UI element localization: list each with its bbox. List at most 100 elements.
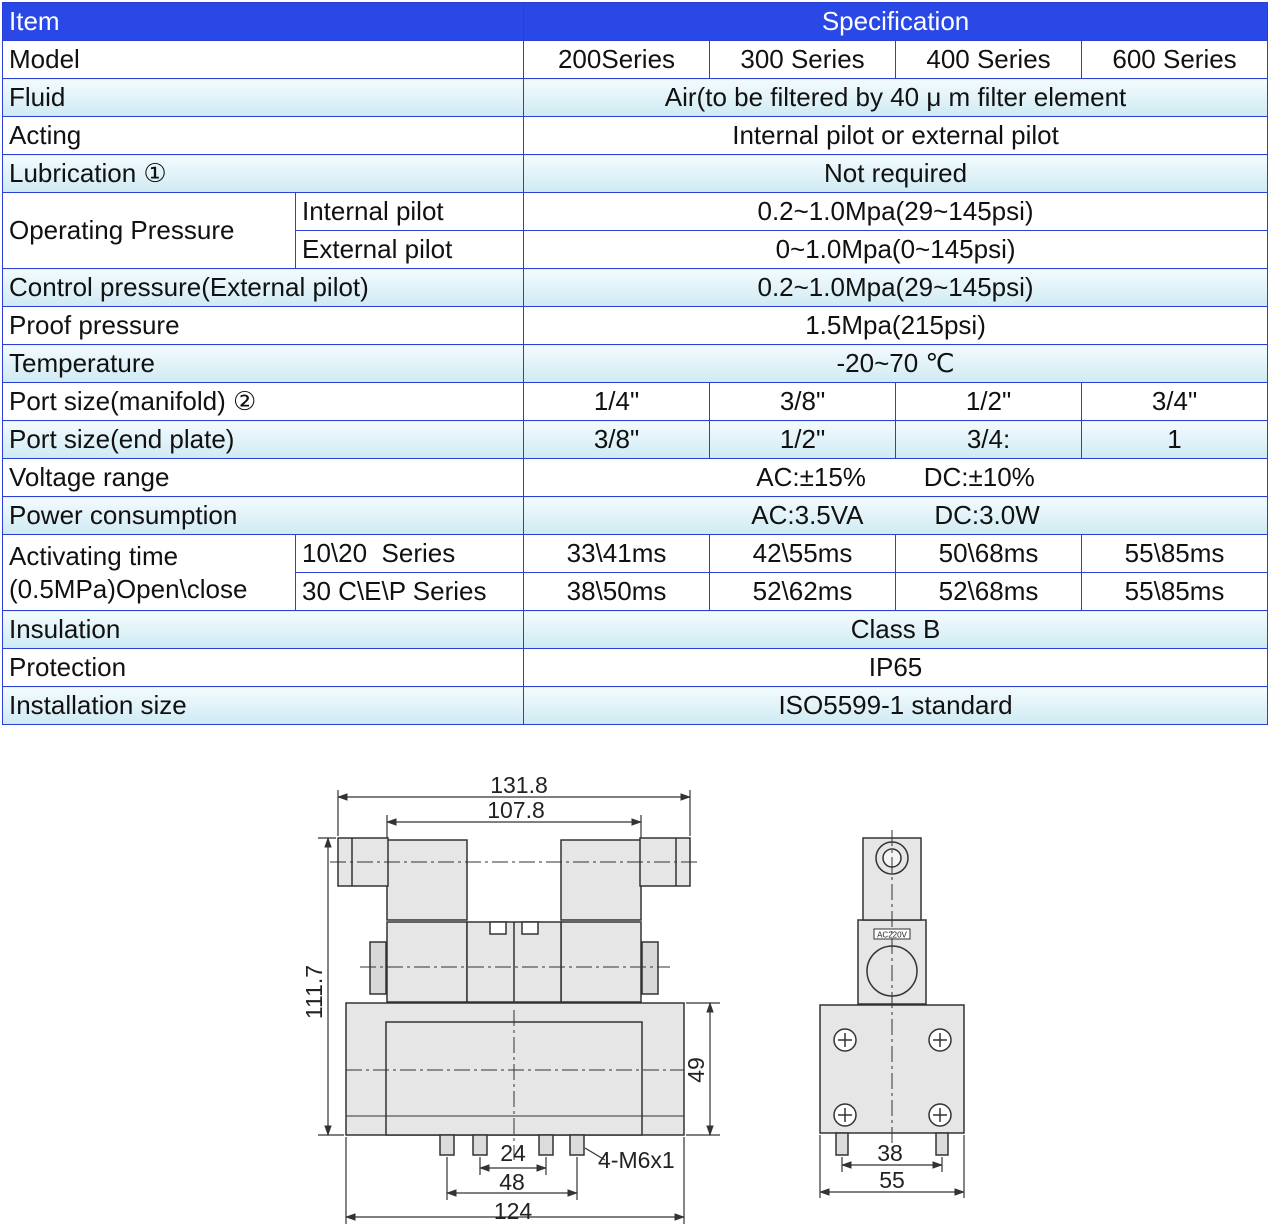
row-label: Fluid <box>1 78 525 117</box>
model-600: 600 Series <box>1081 40 1269 79</box>
table-row-power: Power consumption AC:3.5VA DC:3.0W <box>1 496 1269 535</box>
table-row-insulation: Insulation Class B <box>1 610 1269 649</box>
row-label: Temperature <box>1 344 525 383</box>
row-value: 0~1.0Mpa(0~145psi) <box>523 230 1269 269</box>
table-row-protection: Protection IP65 <box>1 648 1269 687</box>
mounting-screws <box>833 1028 952 1127</box>
solenoid-coil-left <box>386 839 468 921</box>
table-row-installation: Installation size ISO5599-1 standard <box>1 686 1269 725</box>
activating-1-300: 42\55ms <box>709 534 897 573</box>
model-200: 200Series <box>523 40 711 79</box>
row-value: -20~70 ℃ <box>523 344 1269 383</box>
row-value: AC:±15% DC:±10% <box>523 458 1269 497</box>
port-end-200: 3/8" <box>523 420 711 459</box>
row-value: Not required <box>523 154 1269 193</box>
row-value: 0.2~1.0Mpa(29~145psi) <box>523 192 1269 231</box>
activating-1-400: 50\68ms <box>895 534 1083 573</box>
port-manifold-300: 3/8" <box>709 382 897 421</box>
table-header-row: Item Specification <box>1 2 1269 41</box>
dim-base-length: 124 <box>494 1198 533 1224</box>
activating-label-line2: (0.5MPa)Open\close <box>9 573 248 604</box>
dimension-drawing: 131.8 107.8 111.7 49 24 48 124 4-M6x1 AC… <box>301 772 966 1224</box>
pilot-block-left <box>386 921 468 1003</box>
row-label: Voltage range <box>1 458 525 497</box>
row-value: Class B <box>523 610 1269 649</box>
row-label: Port size(manifold) ② <box>1 382 525 421</box>
pilot-block-right <box>560 921 642 1003</box>
table-row-voltage: Voltage range AC:±15% DC:±10% <box>1 458 1269 497</box>
solenoid-coil-right <box>560 839 642 921</box>
stud <box>472 1134 488 1156</box>
port-manifold-600: 3/4" <box>1081 382 1269 421</box>
table-row-port-end: Port size(end plate) 3/8" 1/2" 3/4: 1 <box>1 420 1269 459</box>
side-dimensions <box>818 830 966 1198</box>
row-label: Lubrication ① <box>1 154 525 193</box>
table-row-proof-pressure: Proof pressure 1.5Mpa(215psi) <box>1 306 1269 345</box>
dim-body-height: 49 <box>683 1057 709 1083</box>
table-row-temperature: Temperature -20~70 ℃ <box>1 344 1269 383</box>
activating-2-300: 52\62ms <box>709 572 897 611</box>
dim-side-width: 55 <box>879 1167 905 1193</box>
specification-table: Item Specification Model 200Series 300 S… <box>1 2 1269 725</box>
manual-override-right <box>641 941 659 995</box>
activating-1-200: 33\41ms <box>523 534 711 573</box>
row-value: ISO5599-1 standard <box>523 686 1269 725</box>
dim-overall-width: 131.8 <box>490 772 548 798</box>
row-label: Control pressure(External pilot) <box>1 268 525 307</box>
row-value: 1.5Mpa(215psi) <box>523 306 1269 345</box>
row-label: Acting <box>1 116 525 155</box>
activating-2-200: 38\50ms <box>523 572 711 611</box>
row-label: Proof pressure <box>1 306 525 345</box>
dim-hole-spacing-outer: 48 <box>499 1169 525 1195</box>
dim-coil-width: 107.8 <box>487 797 545 823</box>
coil-label: AC220V <box>877 931 907 940</box>
table-row-acting: Acting Internal pilot or external pilot <box>1 116 1269 155</box>
manual-override-left <box>369 941 387 995</box>
row-label: Operating Pressure <box>2 192 296 269</box>
side-stud <box>835 1132 849 1156</box>
port-manifold-400: 1/2" <box>895 382 1083 421</box>
row-label: Protection <box>1 648 525 687</box>
activating-label-line1: Activating time <box>9 540 179 571</box>
table-row-control-pressure: Control pressure(External pilot) 0.2~1.0… <box>1 268 1269 307</box>
stud <box>538 1134 554 1156</box>
sub-label: 10\20 Series <box>294 534 525 573</box>
row-label: Insulation <box>1 610 525 649</box>
row-label: Installation size <box>1 686 525 725</box>
activating-2-600: 55\85ms <box>1081 572 1269 611</box>
port-end-300: 1/2" <box>709 420 897 459</box>
dim-side-hole-spacing: 38 <box>877 1140 903 1166</box>
sub-label: 30 C\E\P Series <box>294 572 525 611</box>
port-manifold-200: 1/4" <box>523 382 711 421</box>
row-value: Air(to be filtered by 40 μ m filter elem… <box>523 78 1269 117</box>
row-label: Activating time (0.5MPa)Open\close <box>2 534 296 611</box>
stud <box>439 1134 455 1156</box>
header-specification: Specification <box>523 2 1269 41</box>
front-dimensions <box>318 790 720 1224</box>
row-value: 0.2~1.0Mpa(29~145psi) <box>523 268 1269 307</box>
row-label: Model <box>1 40 525 79</box>
table-row-operating-external: External pilot 0~1.0Mpa(0~145psi) <box>3 230 1269 269</box>
table-row-operating-internal: Operating Pressure Internal pilot 0.2~1.… <box>2 192 1269 269</box>
table-row-lubrication: Lubrication ① Not required <box>1 154 1269 193</box>
front-view <box>330 837 700 1160</box>
sub-label: Internal pilot <box>294 192 525 231</box>
row-value: AC:3.5VA DC:3.0W <box>523 496 1269 535</box>
dim-hole-spacing-inner: 24 <box>500 1140 526 1166</box>
row-label: Power consumption <box>1 496 525 535</box>
row-value: Internal pilot or external pilot <box>523 116 1269 155</box>
row-value: IP65 <box>523 648 1269 687</box>
table-row-activating-1: Activating time (0.5MPa)Open\close 10\20… <box>2 534 1269 611</box>
stud <box>569 1134 585 1156</box>
dim-thread: 4-M6x1 <box>598 1147 675 1173</box>
model-400: 400 Series <box>895 40 1083 79</box>
table-row-port-manifold: Port size(manifold) ② 1/4" 3/8" 1/2" 3/4… <box>1 382 1269 421</box>
dim-height: 111.7 <box>301 965 327 1019</box>
port-end-600: 1 <box>1081 420 1269 459</box>
side-stud <box>935 1132 949 1156</box>
header-item: Item <box>1 2 525 41</box>
sub-label: External pilot <box>294 230 525 269</box>
table-row-fluid: Fluid Air(to be filtered by 40 μ m filte… <box>1 78 1269 117</box>
model-300: 300 Series <box>709 40 897 79</box>
row-label: Port size(end plate) <box>1 420 525 459</box>
